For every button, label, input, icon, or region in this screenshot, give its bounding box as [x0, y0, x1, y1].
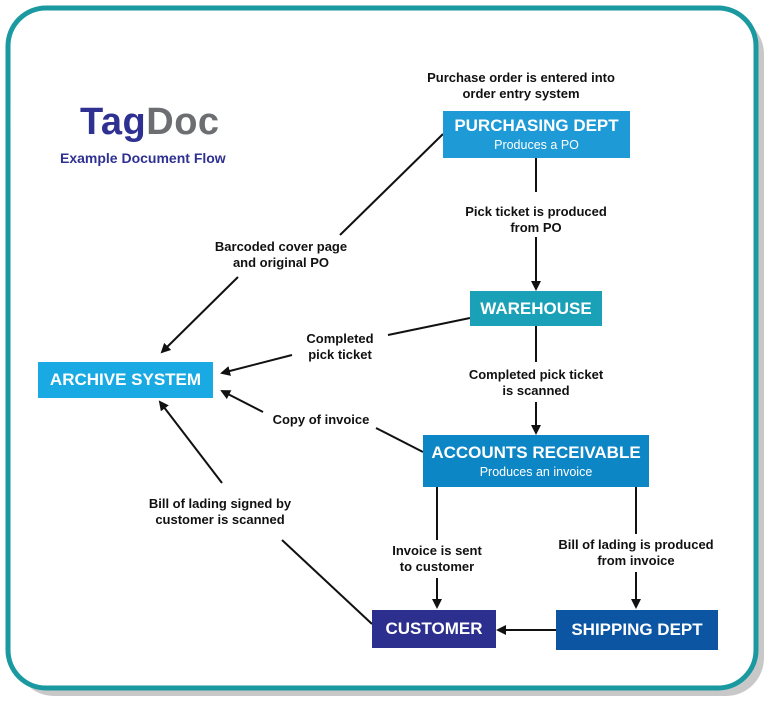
label-bill-produced-line1: Bill of lading is produced — [558, 537, 714, 552]
node-warehouse: WAREHOUSE — [470, 291, 602, 326]
arrow-to-archive-from-purchasing — [160, 276, 239, 354]
label-completed-scanned-line1: Completed pick ticket — [468, 367, 604, 382]
label-po-entered-line1: Purchase order is entered into — [427, 70, 615, 85]
node-customer-title: CUSTOMER — [385, 619, 483, 638]
label-pick-ticket-produced-line1: Pick ticket is produced — [465, 204, 607, 219]
frame-border — [5, 5, 759, 691]
arrow-to-archive-from-accounts — [220, 390, 264, 413]
label-bill-signed-line2: customer is scanned — [155, 512, 285, 527]
node-shipping-dept: SHIPPING DEPT — [556, 610, 718, 650]
label-bill-produced: Bill of lading is produced from invoice — [540, 537, 732, 569]
label-copy-invoice: Copy of invoice — [258, 412, 384, 428]
label-pick-ticket-produced-line2: from PO — [510, 220, 562, 235]
node-customer: CUSTOMER — [372, 610, 496, 648]
node-shipping-title: SHIPPING DEPT — [571, 620, 703, 639]
label-completed-scanned-line2: is scanned — [502, 383, 570, 398]
label-bill-signed-line1: Bill of lading signed by — [148, 496, 292, 511]
label-invoice-sent: Invoice is sent to customer — [372, 543, 502, 575]
label-barcoded-cover-line1: Barcoded cover page — [214, 239, 348, 254]
node-archive-system: ARCHIVE SYSTEM — [38, 362, 213, 398]
label-pick-ticket-produced: Pick ticket is produced from PO — [446, 204, 626, 236]
arrow-warehouse-to-label — [387, 317, 471, 336]
arrow-customer-to-bill-label — [281, 539, 373, 625]
label-po-entered-line2: order entry system — [462, 86, 580, 101]
brand-part2: Doc — [146, 101, 220, 143]
label-completed-pick-line1: Completed — [306, 331, 374, 346]
label-bill-produced-line2: from invoice — [597, 553, 675, 568]
arrow-accounts-to-copy-label — [375, 427, 424, 453]
brand-logo: TagDoc — [80, 102, 220, 142]
node-purchasing-title: PURCHASING DEPT — [454, 116, 619, 135]
node-archive-title: ARCHIVE SYSTEM — [49, 370, 202, 389]
brand-subtitle: Example Document Flow — [60, 150, 226, 166]
brand-part1: Tag — [80, 101, 147, 143]
arrow-to-archive-from-customer — [158, 400, 223, 484]
node-purchasing-sub: Produces a PO — [494, 138, 579, 152]
label-completed-scanned: Completed pick ticket is scanned — [446, 367, 626, 399]
node-warehouse-title: WAREHOUSE — [480, 298, 592, 318]
node-purchasing-dept: PURCHASING DEPT Produces a PO — [443, 111, 630, 158]
label-invoice-sent-line2: to customer — [399, 559, 475, 574]
node-accounts-receivable: ACCOUNTS RECEIVABLE Produces an invoice — [423, 435, 649, 487]
label-bill-signed: Bill of lading signed by customer is sca… — [120, 496, 320, 528]
arrow-to-archive-from-warehouse — [220, 354, 293, 376]
node-accounts-title: ACCOUNTS RECEIVABLE — [431, 442, 641, 462]
label-barcoded-cover: Barcoded cover page and original PO — [196, 239, 366, 271]
label-completed-pick: Completed pick ticket — [290, 331, 390, 363]
node-accounts-sub: Produces an invoice — [479, 464, 593, 479]
label-po-entered: Purchase order is entered into order ent… — [405, 70, 637, 102]
label-barcoded-cover-line2: and original PO — [232, 255, 330, 270]
arrow-purchasing-to-barcode-label — [339, 133, 444, 236]
label-completed-pick-line2: pick ticket — [308, 347, 372, 362]
label-invoice-sent-line1: Invoice is sent — [392, 543, 482, 558]
label-copy-invoice-line1: Copy of invoice — [272, 412, 370, 427]
